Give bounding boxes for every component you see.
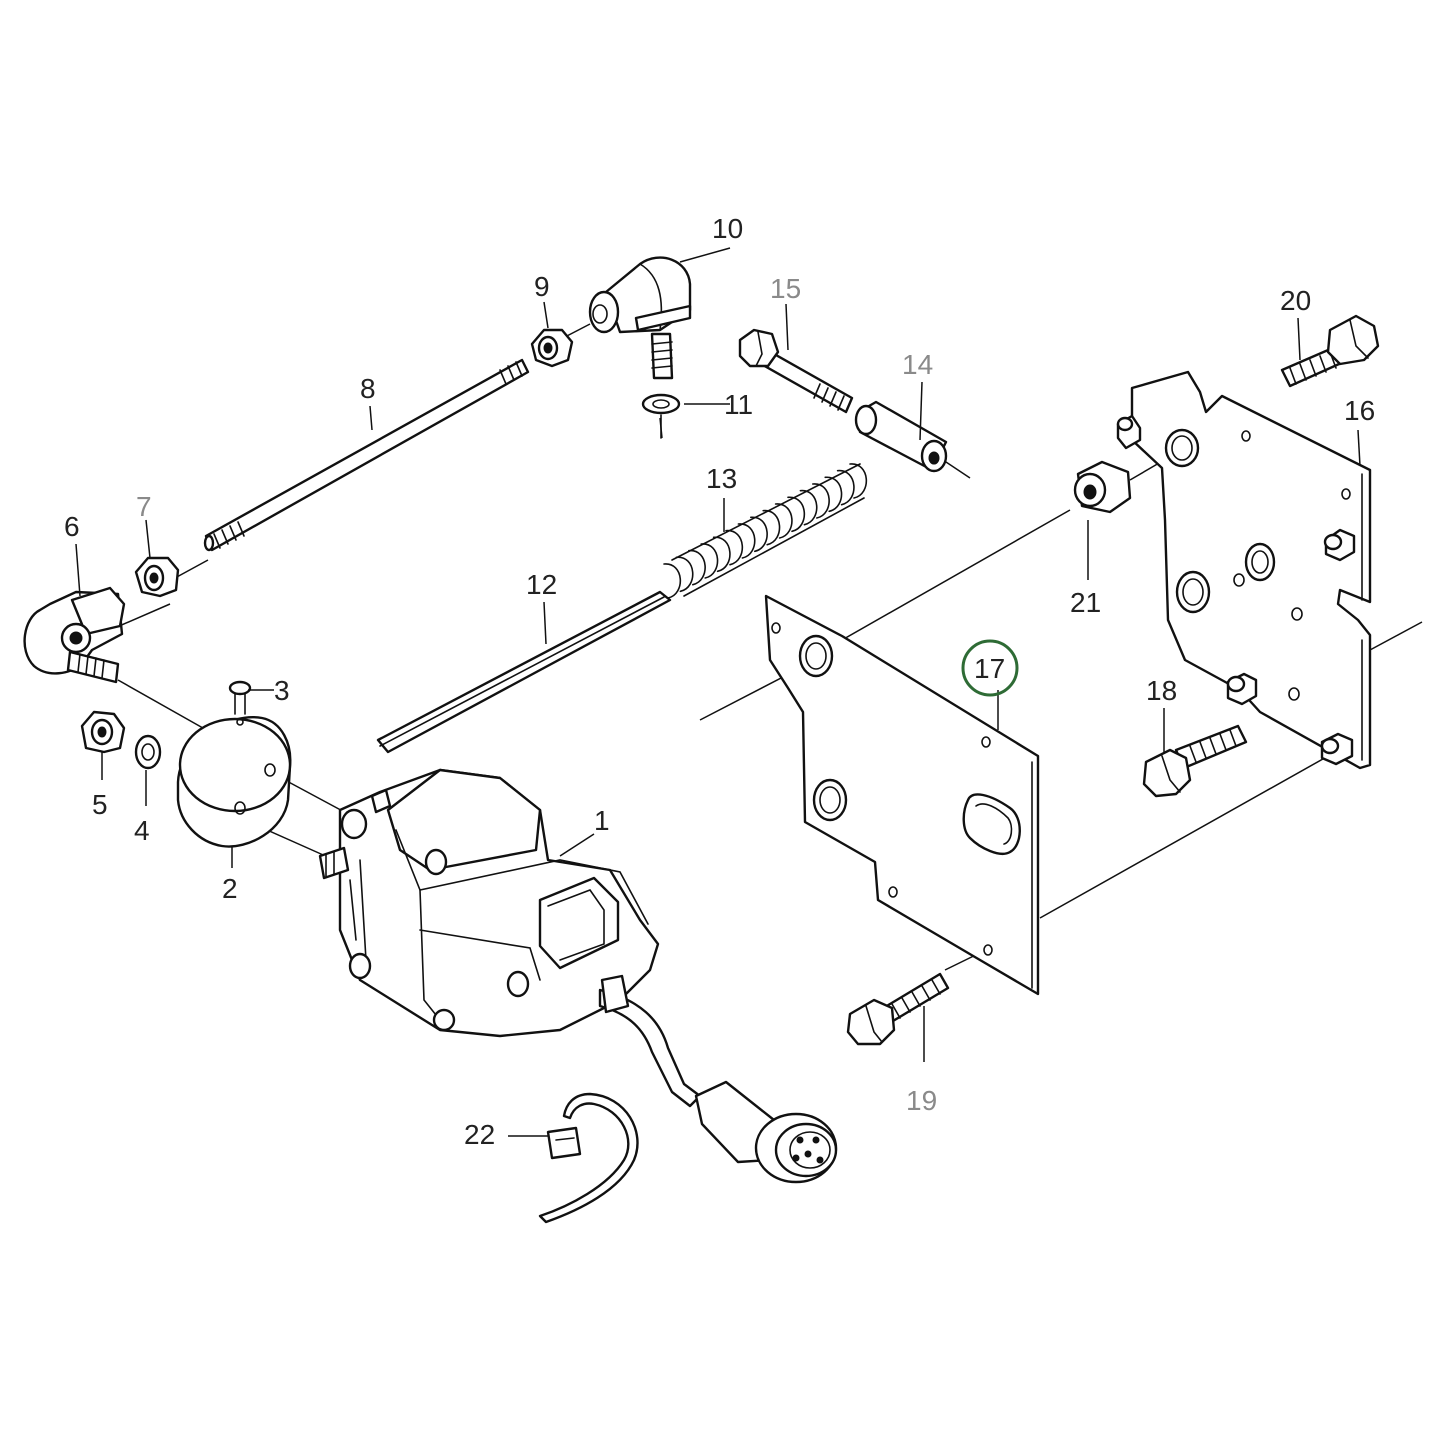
label-1: 1 — [594, 805, 610, 836]
leader-lines — [75, 247, 1361, 1137]
part-9-nut — [530, 328, 574, 368]
label-8: 8 — [360, 373, 376, 404]
part-19-bolt — [846, 972, 950, 1046]
callout-labels: 1 2 3 4 5 6 7 8 9 10 11 12 13 14 15 16 1… — [64, 213, 1375, 1150]
part-1-actuator — [318, 768, 838, 1184]
part-10-ball-joint — [588, 256, 692, 380]
label-5: 5 — [92, 789, 108, 820]
part-8-rod — [203, 358, 530, 552]
part-17-gasket-plate — [764, 594, 1040, 996]
part-15-bolt — [738, 328, 854, 414]
label-15: 15 — [770, 273, 801, 304]
label-22: 22 — [464, 1119, 495, 1150]
highlight-ring-17 — [961, 639, 1019, 697]
part-14-sleeve — [854, 400, 948, 473]
label-9: 9 — [534, 271, 550, 302]
label-17: 17 — [974, 653, 1005, 684]
part-11-washer — [641, 393, 681, 439]
label-6: 6 — [64, 511, 80, 542]
label-12: 12 — [526, 569, 557, 600]
label-14: 14 — [902, 349, 933, 380]
part-13-spring — [663, 463, 868, 599]
label-18: 18 — [1146, 675, 1177, 706]
label-2: 2 — [222, 873, 238, 904]
label-10: 10 — [712, 213, 743, 244]
part-7-nut — [134, 556, 180, 598]
label-16: 16 — [1344, 395, 1375, 426]
part-6-ball-joint — [23, 586, 126, 684]
part-12-strip — [376, 590, 672, 754]
label-11: 11 — [724, 389, 753, 420]
part-22-cable-tie — [538, 1092, 639, 1224]
part-21-spacer — [1073, 460, 1132, 514]
label-4: 4 — [134, 815, 150, 846]
part-18-bolt — [1142, 724, 1248, 798]
part-2-lever-disc — [176, 715, 292, 848]
label-3: 3 — [274, 675, 290, 706]
label-19: 19 — [906, 1085, 937, 1116]
label-13: 13 — [706, 463, 737, 494]
part-16-mounting-plate — [1116, 370, 1372, 770]
part-4-washer — [134, 734, 162, 770]
part-3-screw — [228, 680, 252, 715]
label-21: 21 — [1070, 587, 1101, 618]
part-20-bolt — [1280, 314, 1380, 388]
label-20: 20 — [1280, 285, 1311, 316]
part-5-nut — [80, 710, 126, 754]
label-7: 7 — [136, 491, 152, 522]
